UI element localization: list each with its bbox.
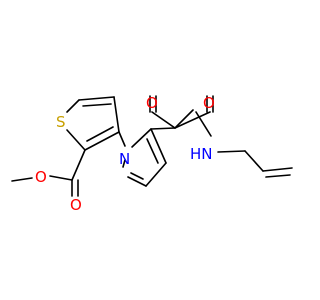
allyl-group bbox=[217, 150, 293, 178]
nitrogen-atom-label: N bbox=[119, 150, 130, 168]
bond-c5p-n bbox=[122, 159, 126, 168]
bond-amide-c-n bbox=[195, 111, 212, 137]
bond-c3-c2 bbox=[84, 131, 120, 151]
bond-c2p-keto bbox=[150, 127, 176, 130]
bond-c3p-c4p bbox=[145, 162, 167, 187]
oxoacetamide-chain bbox=[149, 95, 214, 137]
bond-ch-ch2-terminal-inner bbox=[265, 174, 291, 178]
bond-c3-n bbox=[118, 131, 126, 147]
bond-n-c2p bbox=[131, 128, 152, 148]
bond-keto-amide-link bbox=[174, 111, 211, 129]
amide-oxygen-label: O bbox=[203, 94, 215, 112]
bond-c2-s bbox=[66, 129, 86, 151]
bond-c3-c2-inner bbox=[86, 126, 114, 142]
bond-s-c5 bbox=[66, 99, 80, 113]
molecule-canvas: S N HN O O O O bbox=[11, 94, 293, 214]
bond-o-methyl bbox=[11, 177, 33, 182]
pyrrole-ring bbox=[118, 128, 167, 187]
bond-c2p-c3p-inner bbox=[146, 138, 159, 164]
bond-c4p-c5p bbox=[127, 176, 147, 187]
bond-c5-c4 bbox=[78, 96, 115, 101]
bond-ch-ch2-terminal bbox=[262, 167, 293, 172]
bond-keto-amide bbox=[174, 109, 194, 129]
bond-c2-carbonyl bbox=[71, 149, 86, 181]
bond-c2p-c3p bbox=[150, 128, 167, 164]
bond-c4p-c5p-inner bbox=[130, 172, 144, 180]
bond-carbonyl-o-single bbox=[49, 175, 73, 181]
bond-n-ch2 bbox=[217, 150, 246, 153]
ester-single-oxygen-label: O bbox=[35, 168, 47, 186]
sulfur-atom-label: S bbox=[56, 113, 66, 131]
bond-c5-c4-inner bbox=[82, 103, 112, 107]
ester-double-oxygen-label: O bbox=[70, 196, 82, 214]
methyl-ester-group bbox=[11, 149, 86, 197]
bond-keto-link bbox=[151, 111, 176, 129]
molecule-structure: S N HN O O O O bbox=[11, 94, 293, 214]
amide-nh-label: HN bbox=[190, 145, 213, 163]
bond-ch2-ch bbox=[244, 150, 264, 172]
ketone-oxygen-label: O bbox=[146, 94, 158, 112]
bond-c4-c3 bbox=[113, 96, 120, 133]
thiophene-ring bbox=[66, 96, 120, 151]
